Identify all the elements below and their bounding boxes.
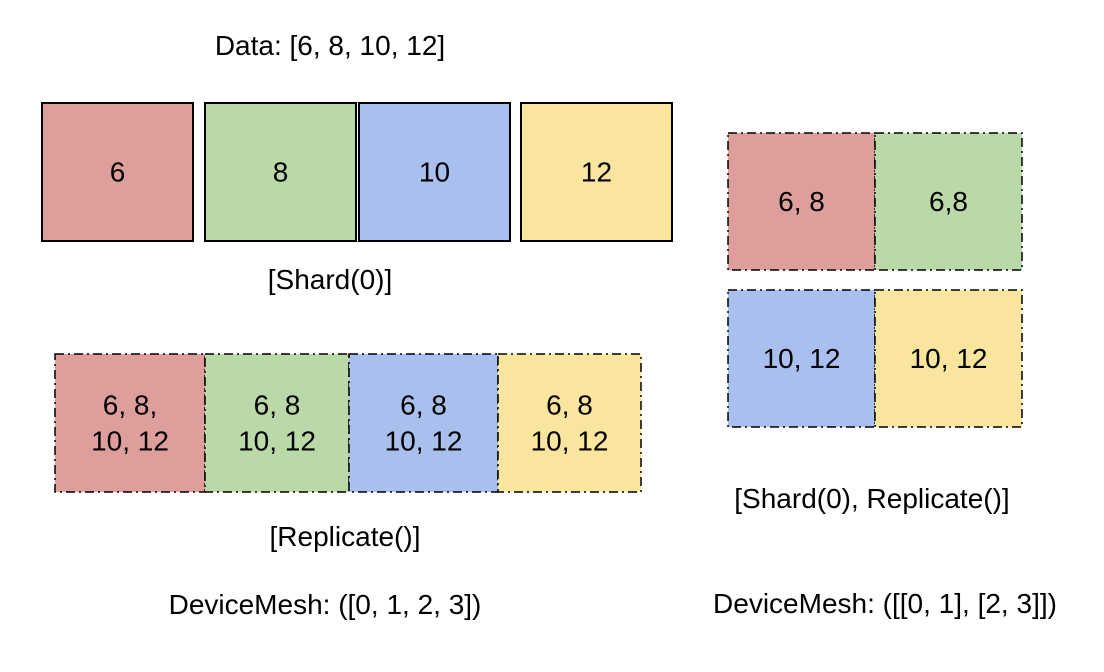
shard-cell-3: [520, 102, 673, 242]
replicate-caption: [Replicate()]: [270, 521, 421, 552]
device-mesh-1d-label: DeviceMesh: ([0, 1, 2, 3]): [169, 589, 482, 620]
shard-cell-3-text: 12: [581, 157, 612, 188]
replicate-cell-2-text: 6, 8: [400, 390, 447, 421]
grid-cell-r0-c0-text: 6, 8: [778, 186, 825, 217]
shard-cell-1: [204, 102, 357, 242]
grid-cell-r1-c1-text: 10, 12: [910, 343, 988, 374]
shard-cell-2-text: 10: [419, 157, 450, 188]
replicate-cell-3-text: 6, 8: [546, 390, 593, 421]
replicate-cell-0-text: 10, 12: [91, 426, 169, 457]
shard-cell-1-text: 8: [273, 157, 289, 188]
replicate-cell-2-text: 10, 12: [385, 426, 463, 457]
replicate-cell-1-text: 6, 8: [254, 390, 301, 421]
shard-cell-0: [41, 102, 194, 242]
grid-cell-r0-c1-text: 6,8: [929, 186, 968, 217]
replicate-cell-2: [348, 353, 499, 493]
replicate-cell-3-text: 10, 12: [531, 426, 609, 457]
grid-2d-caption: [Shard(0), Replicate()]: [734, 483, 1009, 514]
grid-cell-r0-c1: [874, 132, 1023, 271]
grid-2d: 6, 8 6,8 10, 12 10, 12: [727, 132, 1023, 428]
replicate-cell-3: [497, 353, 642, 493]
replicate-cell-1: [204, 353, 350, 493]
shard-row: 6 8 10 12: [41, 102, 673, 242]
grid-cell-r1-c1: [874, 289, 1023, 428]
replicate-row: 6, 8, 10, 12 6, 8 10, 12 6, 8 10, 12 6, 8 10, 1…: [54, 353, 642, 493]
shard-caption: [Shard(0)]: [268, 264, 393, 295]
grid-cell-r1-c0: [727, 289, 876, 428]
device-mesh-2d-label: DeviceMesh: ([[0, 1], [2, 3]]): [713, 588, 1057, 619]
grid-cell-r1-c0-text: 10, 12: [763, 343, 841, 374]
replicate-cell-0-text: 6, 8,: [103, 390, 157, 421]
shard-cell-2: [358, 102, 511, 242]
shard-cell-0-text: 6: [110, 157, 126, 188]
replicate-cell-0: [54, 353, 206, 493]
grid-cell-r0-c0: [727, 132, 876, 271]
data-title: Data: [6, 8, 10, 12]: [215, 30, 445, 61]
replicate-cell-1-text: 10, 12: [238, 426, 316, 457]
